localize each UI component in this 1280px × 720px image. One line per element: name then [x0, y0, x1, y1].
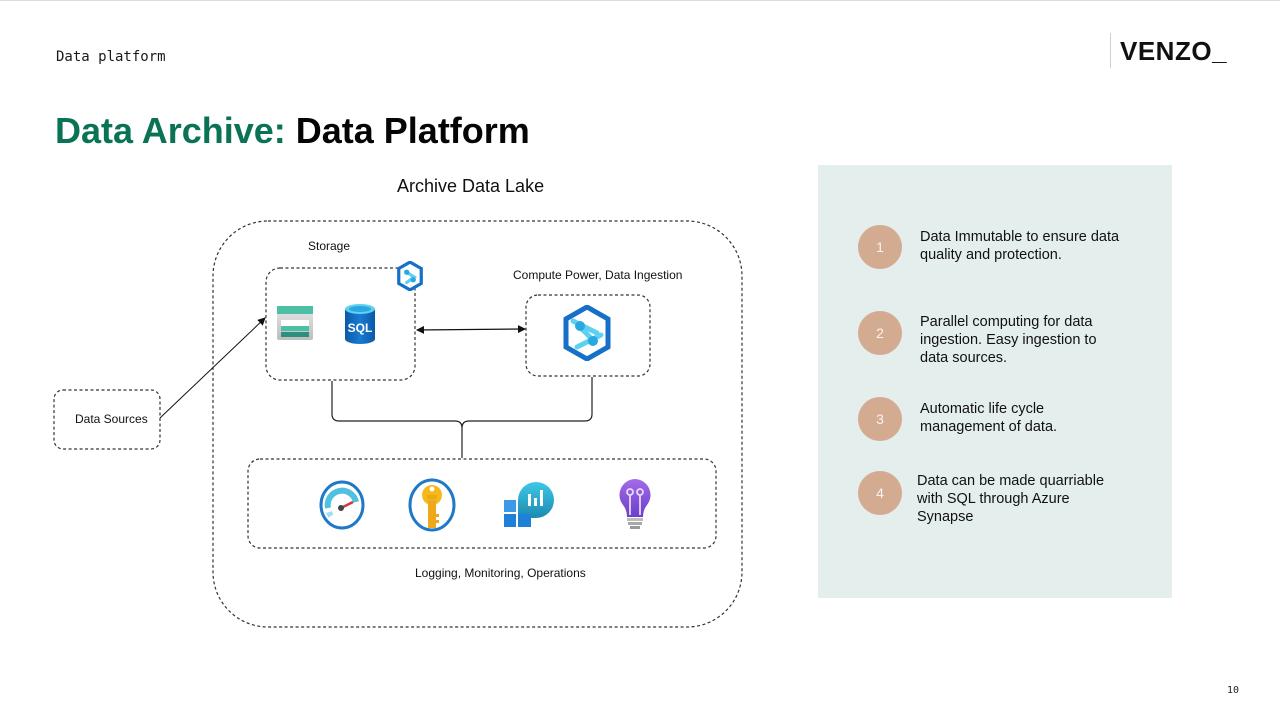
bracket-connector — [331, 377, 593, 429]
feature-text: Parallel computing for data ingestion. E… — [920, 314, 1097, 366]
feature-number-badge: 4 — [858, 471, 902, 515]
storage-label: Storage — [308, 239, 351, 253]
arrow-sources-to-storage — [159, 317, 266, 419]
page-number: 10 — [1227, 685, 1240, 696]
features-panel: 1 Data Immutable to ensure data quality … — [818, 165, 1172, 598]
logo-divider — [1110, 33, 1111, 68]
storage-box[interactable] — [265, 267, 416, 381]
feature-text: Data can be made quarriable with SQL thr… — [917, 473, 1105, 525]
section-label: Data platform — [56, 49, 166, 65]
operations-box[interactable] — [247, 458, 717, 549]
page-title-rest: Data Platform — [285, 110, 530, 151]
archive-data-lake-boundary — [212, 220, 743, 628]
diagram-heading: Archive Data Lake — [397, 176, 545, 196]
sql-icon-text: SQL — [348, 321, 373, 335]
data-sources-label: Data Sources — [75, 412, 148, 426]
synapse-badge-icon — [397, 261, 423, 291]
log-analytics-icon — [504, 482, 554, 527]
application-insights-icon — [619, 479, 651, 529]
feature-text: Automatic life cycle management of data. — [920, 401, 1058, 435]
synapse-analytics-icon — [563, 305, 611, 361]
monitor-gauge-icon — [319, 480, 365, 530]
compute-box[interactable] — [525, 294, 651, 377]
sql-database-icon: SQL — [345, 304, 375, 344]
feature-number-badge: 2 — [858, 311, 902, 355]
data-sources-box[interactable] — [53, 389, 161, 450]
page-title: Data Archive: Data Platform — [55, 110, 530, 152]
top-rule — [0, 0, 1280, 1]
venzo-logo: VENZO_ — [1120, 36, 1228, 66]
storage-account-icon — [277, 306, 313, 340]
compute-label: Compute Power, Data Ingestion — [513, 268, 683, 282]
operations-label: Logging, Monitoring, Operations — [415, 566, 586, 580]
feature-number-badge: 3 — [858, 397, 902, 441]
page-title-accent: Data Archive: — [55, 110, 286, 151]
key-vault-icon — [408, 478, 456, 532]
feature-text: Data Immutable to ensure data quality an… — [920, 229, 1120, 263]
arrow-storage-compute — [416, 325, 526, 334]
feature-number-badge: 1 — [858, 225, 902, 269]
